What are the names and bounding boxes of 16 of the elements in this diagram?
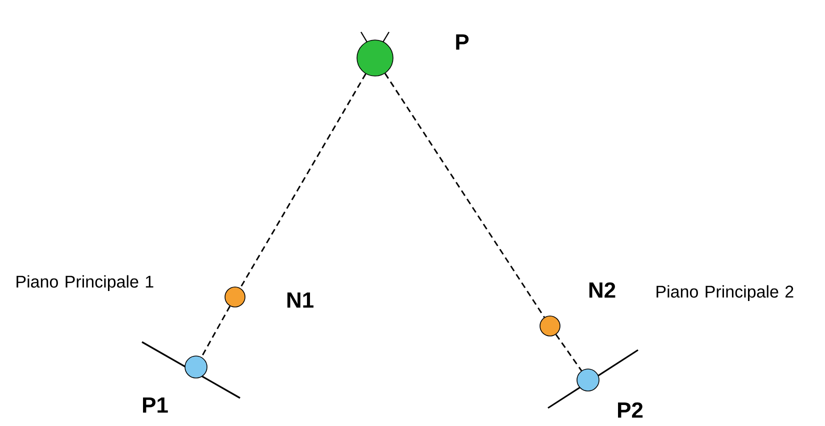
point-label: N2	[589, 282, 616, 298]
plane-label: Piano Principale 1	[16, 275, 154, 292]
point-marker	[184, 356, 208, 378]
point-marker	[356, 40, 394, 76]
point-marker	[576, 368, 600, 392]
dashed-line	[240, 74, 366, 288]
dashed-line	[384, 73, 545, 318]
point-label: P	[456, 34, 469, 50]
point-label: P1	[143, 397, 168, 413]
point-label: N1	[287, 292, 314, 308]
dashed-line	[200, 306, 231, 358]
point-marker	[224, 286, 246, 308]
plane-label: Piano Principale 2	[656, 285, 794, 302]
dashed-line	[555, 334, 582, 372]
point-label: P2	[618, 402, 643, 418]
point-marker	[540, 316, 560, 336]
